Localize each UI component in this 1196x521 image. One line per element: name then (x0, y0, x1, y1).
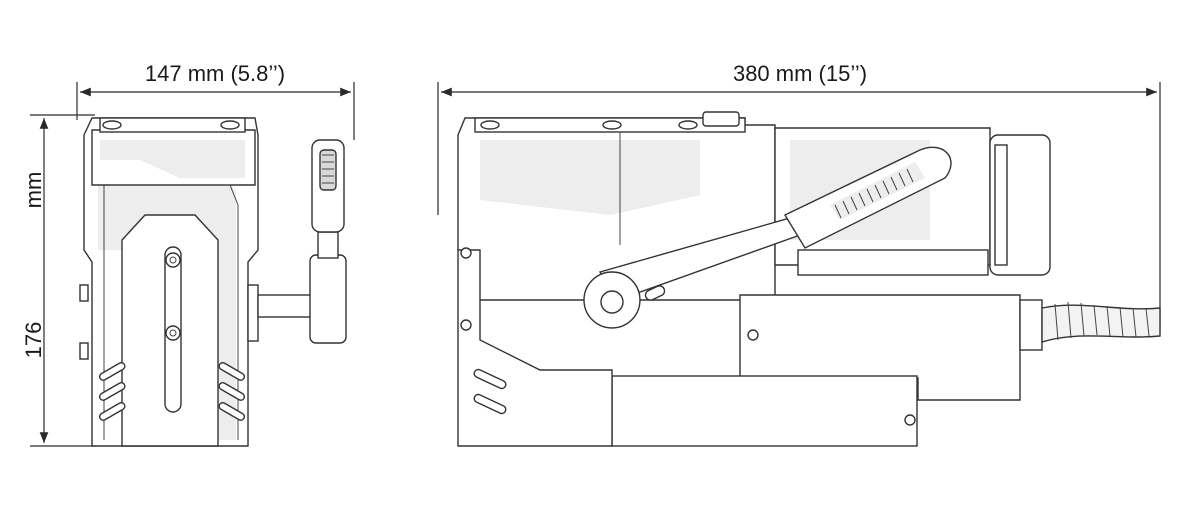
front-view (79, 117, 347, 447)
dimension-width-front: 147 mm (5.8’’) (76, 61, 355, 140)
height-unit-label: mm (21, 172, 46, 209)
dimension-width-side: 380 mm (15’’) (437, 61, 1161, 330)
width-side-label: 380 mm (15’’) (733, 61, 867, 86)
width-front-label: 147 mm (5.8’’) (145, 61, 285, 86)
height-value-label: 176 (21, 322, 46, 359)
dimension-height: 176 mm (21, 114, 95, 447)
side-view (457, 111, 1161, 447)
